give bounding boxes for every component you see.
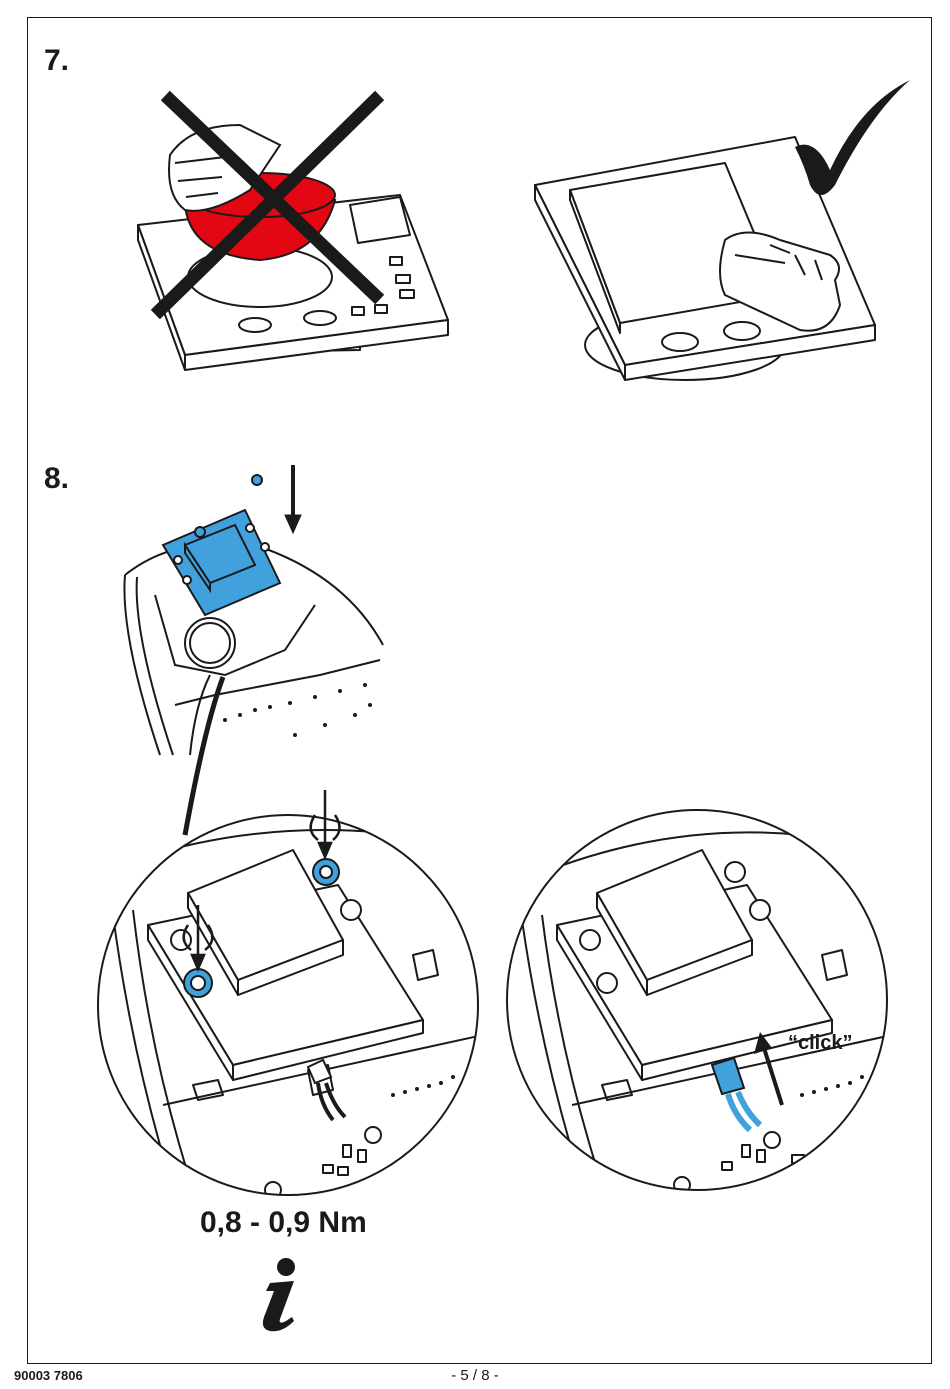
step7-wrong-illustration — [130, 85, 460, 375]
step-8-number: 8. — [44, 462, 69, 496]
step-7-number: 7. — [44, 44, 69, 78]
click-label: “click” — [788, 1032, 852, 1055]
torque-value: 0,8 - 0,9 Nm — [200, 1206, 367, 1240]
connector-highlight-icon — [712, 1058, 760, 1130]
step8-detail-connector-illustration — [502, 800, 892, 1195]
page-number: - 5 / 8 - — [0, 1367, 950, 1384]
down-arrow-icon — [285, 465, 301, 533]
step8-detail-tighten-illustration — [93, 805, 483, 1200]
info-icon: i — [242, 1255, 312, 1335]
checkmark-icon — [795, 80, 910, 195]
step8-insertion-illustration — [115, 465, 395, 765]
step7-correct-illustration — [530, 75, 915, 385]
